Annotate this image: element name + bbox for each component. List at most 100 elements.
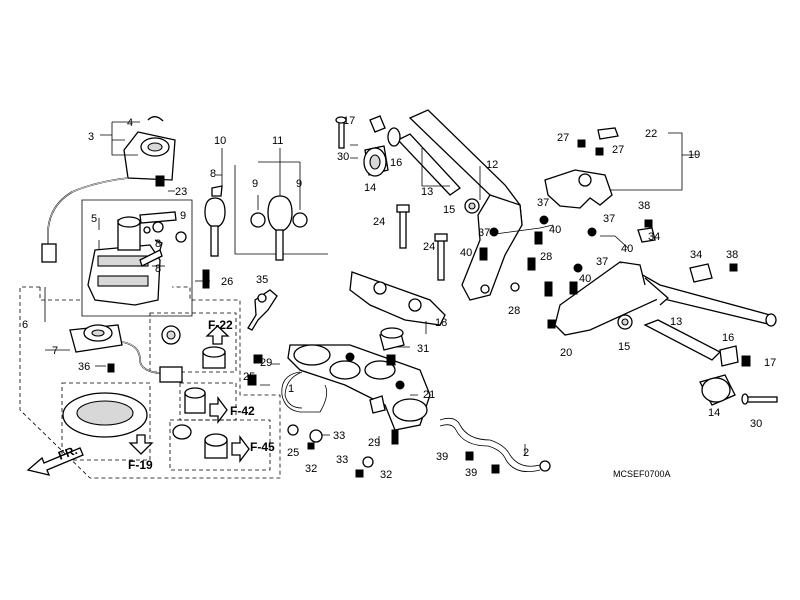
callout-36: 36 xyxy=(78,361,90,373)
triple-clamp xyxy=(287,271,446,431)
callout-32a: 32 xyxy=(305,463,317,475)
callout-13a: 13 xyxy=(421,186,433,198)
callout-28a: 28 xyxy=(540,251,552,263)
callout-27a: 27 xyxy=(557,132,569,144)
callout-5: 5 xyxy=(91,213,97,225)
callout-9b: 9 xyxy=(252,178,258,190)
part-35 xyxy=(247,289,278,331)
callout-14a: 14 xyxy=(364,182,376,194)
callout-28b: 28 xyxy=(508,305,520,317)
callout-39b: 39 xyxy=(465,467,477,479)
part-pipe-13 xyxy=(396,133,461,196)
keys-11 xyxy=(250,195,308,261)
callout-24b: 24 xyxy=(423,241,435,253)
part-bolt-26 xyxy=(202,269,210,289)
callout-3: 3 xyxy=(88,131,94,143)
right-fasteners xyxy=(479,215,597,329)
clamp-fasteners xyxy=(247,354,500,478)
callout-7: 7 xyxy=(52,345,58,357)
part-lock-5 xyxy=(87,244,161,306)
diagram-code: MCSEF0700A xyxy=(613,469,671,479)
callout-38a: 38 xyxy=(638,200,650,212)
callout-37a: 37 xyxy=(537,197,549,209)
callout-21: 21 xyxy=(423,389,435,401)
callout-8b: 8 xyxy=(155,238,161,250)
part-plate-22 xyxy=(597,127,619,140)
callout-26: 26 xyxy=(221,276,233,288)
callout-34a: 34 xyxy=(648,231,660,243)
callout-15b: 15 xyxy=(618,341,630,353)
callout-2: 2 xyxy=(523,447,529,459)
part-upper-clamp-18 xyxy=(349,271,446,326)
front-direction-arrow xyxy=(26,447,84,476)
callout-32b: 32 xyxy=(380,469,392,481)
callout-9a: 9 xyxy=(180,210,186,222)
callout-19: 19 xyxy=(688,149,700,161)
callout-9c: 9 xyxy=(296,178,302,190)
bolts-24 xyxy=(396,204,448,281)
callout-35: 35 xyxy=(256,274,268,286)
part-ring-9a xyxy=(250,212,266,228)
callout-22: 22 xyxy=(645,128,657,140)
part-nut-17 xyxy=(369,115,386,133)
callout-23: 23 xyxy=(175,186,187,198)
group-frames xyxy=(19,165,328,479)
callout-40d: 40 xyxy=(579,273,591,285)
callout-39a: 39 xyxy=(436,451,448,463)
callout-40a: 40 xyxy=(460,247,472,259)
callout-11: 11 xyxy=(272,135,283,147)
callout-13b: 13 xyxy=(670,316,682,328)
callout-18: 18 xyxy=(435,317,447,329)
callout-8c: 8 xyxy=(155,263,161,275)
callout-27b: 27 xyxy=(612,144,624,156)
callout-25b: 25 xyxy=(287,447,299,459)
callout-40b: 40 xyxy=(549,224,561,236)
callout-8a: 8 xyxy=(210,168,216,180)
callout-20: 20 xyxy=(560,347,572,359)
callout-25a: 25 xyxy=(243,371,255,383)
wires xyxy=(281,371,551,473)
ref-f19: F-19 xyxy=(128,458,153,472)
ref-f22: F-22 xyxy=(208,318,233,332)
callout-30a: 30 xyxy=(337,151,349,163)
part-key-9 xyxy=(139,211,177,224)
ref-f42: F-42 xyxy=(230,404,255,418)
part-screw-36 xyxy=(107,363,115,373)
callout-1: 1 xyxy=(288,383,294,395)
part-ring-9 xyxy=(175,231,187,243)
callout-37c: 37 xyxy=(603,213,615,225)
part-connector-7 xyxy=(159,366,183,383)
callout-12: 12 xyxy=(486,159,498,171)
part-screw-23 xyxy=(155,175,165,187)
part-16r xyxy=(719,345,739,367)
left-handlebar xyxy=(335,109,523,301)
right-bar-end xyxy=(617,314,778,406)
ignition-switch-group xyxy=(41,116,223,383)
key-10 xyxy=(204,197,226,257)
part-clip-34a xyxy=(637,227,656,243)
part-clip-4 xyxy=(147,116,164,122)
part-holder-19 xyxy=(544,169,613,209)
callout-30b: 30 xyxy=(750,418,762,430)
direction-label: FR. xyxy=(56,443,79,463)
callout-33a: 33 xyxy=(333,430,345,442)
part-connector-3 xyxy=(41,243,57,263)
callout-10: 10 xyxy=(214,135,226,147)
callout-31: 31 xyxy=(417,343,429,355)
callout-17a: 17 xyxy=(343,115,355,127)
part-17r xyxy=(741,355,751,367)
callout-17b: 17 xyxy=(764,357,776,369)
reference-areas xyxy=(62,325,250,463)
callout-29a: 29 xyxy=(260,357,272,369)
right-handlebar xyxy=(544,127,777,336)
callout-38b: 38 xyxy=(726,249,738,261)
callout-16a: 16 xyxy=(390,157,402,169)
callout-40c: 40 xyxy=(621,243,633,255)
callout-37b: 37 xyxy=(478,227,490,239)
callout-15a: 15 xyxy=(443,204,455,216)
part-bolt-30r xyxy=(744,396,778,403)
part-ring-9b xyxy=(292,212,308,228)
callout-24a: 24 xyxy=(373,216,385,228)
part-clip-34b xyxy=(689,263,713,283)
